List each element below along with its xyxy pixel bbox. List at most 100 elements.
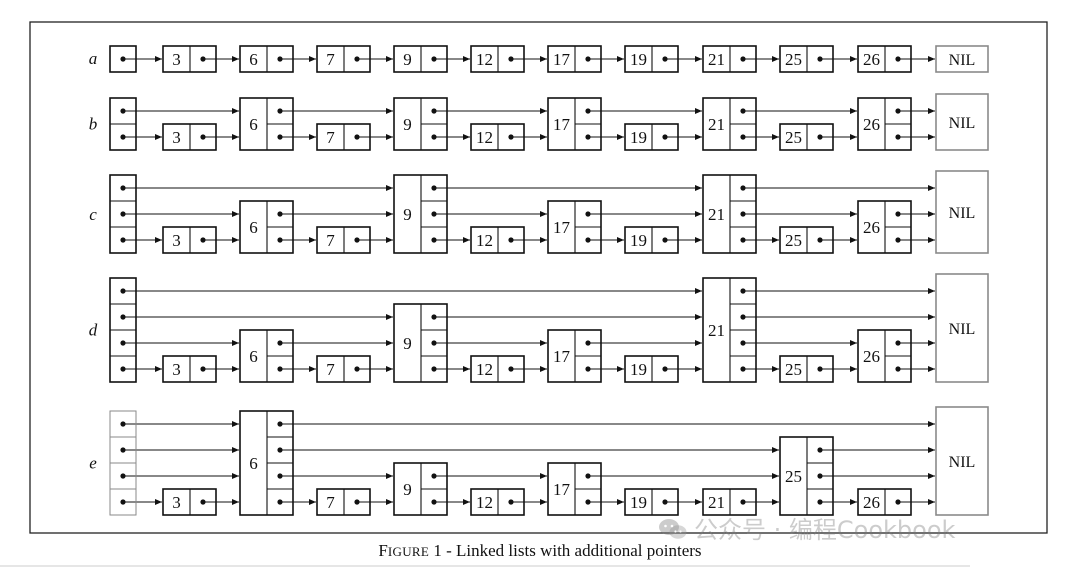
node-key: 3 — [172, 493, 181, 512]
watermark-text: 公众号 · 编程Cookbook — [694, 516, 956, 544]
node-key: 26 — [863, 50, 880, 69]
pointer-dot — [277, 366, 283, 372]
pointer-dot — [354, 56, 360, 62]
pointer-dot — [431, 185, 437, 191]
pointer-dot — [200, 366, 206, 372]
node-key: 9 — [403, 50, 412, 69]
pointer-dot — [585, 366, 591, 372]
pointer-dot — [895, 499, 901, 505]
pointer-dot — [817, 473, 823, 479]
pointer-dot — [662, 134, 668, 140]
pointer-dot — [740, 366, 746, 372]
node-key: 12 — [476, 231, 493, 250]
node-key: 19 — [630, 231, 647, 250]
node-key: 9 — [403, 205, 412, 224]
pointer-dot — [277, 473, 283, 479]
pointer-dot — [431, 211, 437, 217]
pointer-dot — [431, 314, 437, 320]
node-key: 12 — [476, 50, 493, 69]
pointer-dot — [585, 108, 591, 114]
pointer-dot — [895, 108, 901, 114]
pointer-dot — [431, 499, 437, 505]
pointer-dot — [817, 447, 823, 453]
node-key: 3 — [172, 231, 181, 250]
pointer-dot — [740, 211, 746, 217]
pointer-dot — [354, 499, 360, 505]
pointer-dot — [120, 185, 126, 191]
node-key: 7 — [326, 231, 335, 250]
pointer-dot — [508, 56, 514, 62]
nil-node — [935, 406, 989, 516]
node-key: 21 — [708, 493, 725, 512]
pointer-dot — [585, 237, 591, 243]
pointer-dot — [354, 237, 360, 243]
pointer-dot — [277, 211, 283, 217]
list-label-c: c — [89, 205, 97, 224]
pointer-dot — [431, 237, 437, 243]
list-label-b: b — [89, 115, 98, 134]
pointer-dot — [895, 211, 901, 217]
pointer-dot — [740, 56, 746, 62]
node-key: 21 — [708, 205, 725, 224]
pointer-dot — [277, 237, 283, 243]
nil-label: NIL — [949, 205, 976, 222]
pointer-dot — [662, 56, 668, 62]
caption-text: 1 - Linked lists with additional pointer… — [429, 541, 702, 560]
list-head-node — [109, 174, 137, 254]
pointer-dot — [120, 340, 126, 346]
pointer-dot — [740, 108, 746, 114]
list-label-a: a — [89, 49, 98, 68]
node-key: 19 — [630, 493, 647, 512]
pointer-dot — [120, 211, 126, 217]
node-key: 9 — [403, 115, 412, 134]
nil-label: NIL — [949, 321, 976, 338]
pointer-dot — [662, 237, 668, 243]
figure-caption: FIGURE 1 - Linked lists with additional … — [0, 541, 1080, 561]
pointer-dot — [817, 134, 823, 140]
pointer-dot — [895, 134, 901, 140]
pointer-dot — [740, 288, 746, 294]
node-key: 17 — [553, 347, 571, 366]
pointer-dot — [895, 237, 901, 243]
pointer-dot — [277, 421, 283, 427]
pointer-dot — [120, 366, 126, 372]
caption-lead: F — [378, 541, 388, 560]
pointer-dot — [431, 340, 437, 346]
node-key: 3 — [172, 128, 181, 147]
node-key: 3 — [172, 50, 181, 69]
pointer-dot — [585, 56, 591, 62]
node-key: 26 — [863, 493, 880, 512]
pointer-dot — [740, 134, 746, 140]
pointer-dot — [740, 314, 746, 320]
list-head-node — [109, 45, 137, 73]
node-key: 26 — [863, 347, 880, 366]
pointer-dot — [120, 421, 126, 427]
node-key: 12 — [476, 128, 493, 147]
node-key: 17 — [553, 480, 571, 499]
pointer-dot — [585, 340, 591, 346]
node-key: 25 — [785, 231, 802, 250]
pointer-dot — [508, 366, 514, 372]
caption-smallcaps: IGURE — [387, 544, 430, 559]
pointer-dot — [431, 134, 437, 140]
pointer-dot — [277, 56, 283, 62]
pointer-dot — [740, 499, 746, 505]
pointer-dot — [431, 56, 437, 62]
nil-label: NIL — [949, 454, 976, 471]
pointer-dot — [895, 340, 901, 346]
node-key: 6 — [249, 218, 258, 237]
pointer-dot — [277, 134, 283, 140]
pointer-dot — [431, 473, 437, 479]
pointer-dot — [817, 366, 823, 372]
wechat-icon — [659, 519, 687, 539]
nil-label: NIL — [949, 115, 976, 132]
list-label-d: d — [89, 321, 98, 340]
pointer-dot — [817, 56, 823, 62]
pointer-dot — [120, 447, 126, 453]
figure-border — [29, 21, 1048, 534]
pointer-dot — [277, 340, 283, 346]
pointer-dot — [354, 366, 360, 372]
pointer-dot — [895, 56, 901, 62]
pointer-dot — [740, 185, 746, 191]
pointer-dot — [120, 288, 126, 294]
